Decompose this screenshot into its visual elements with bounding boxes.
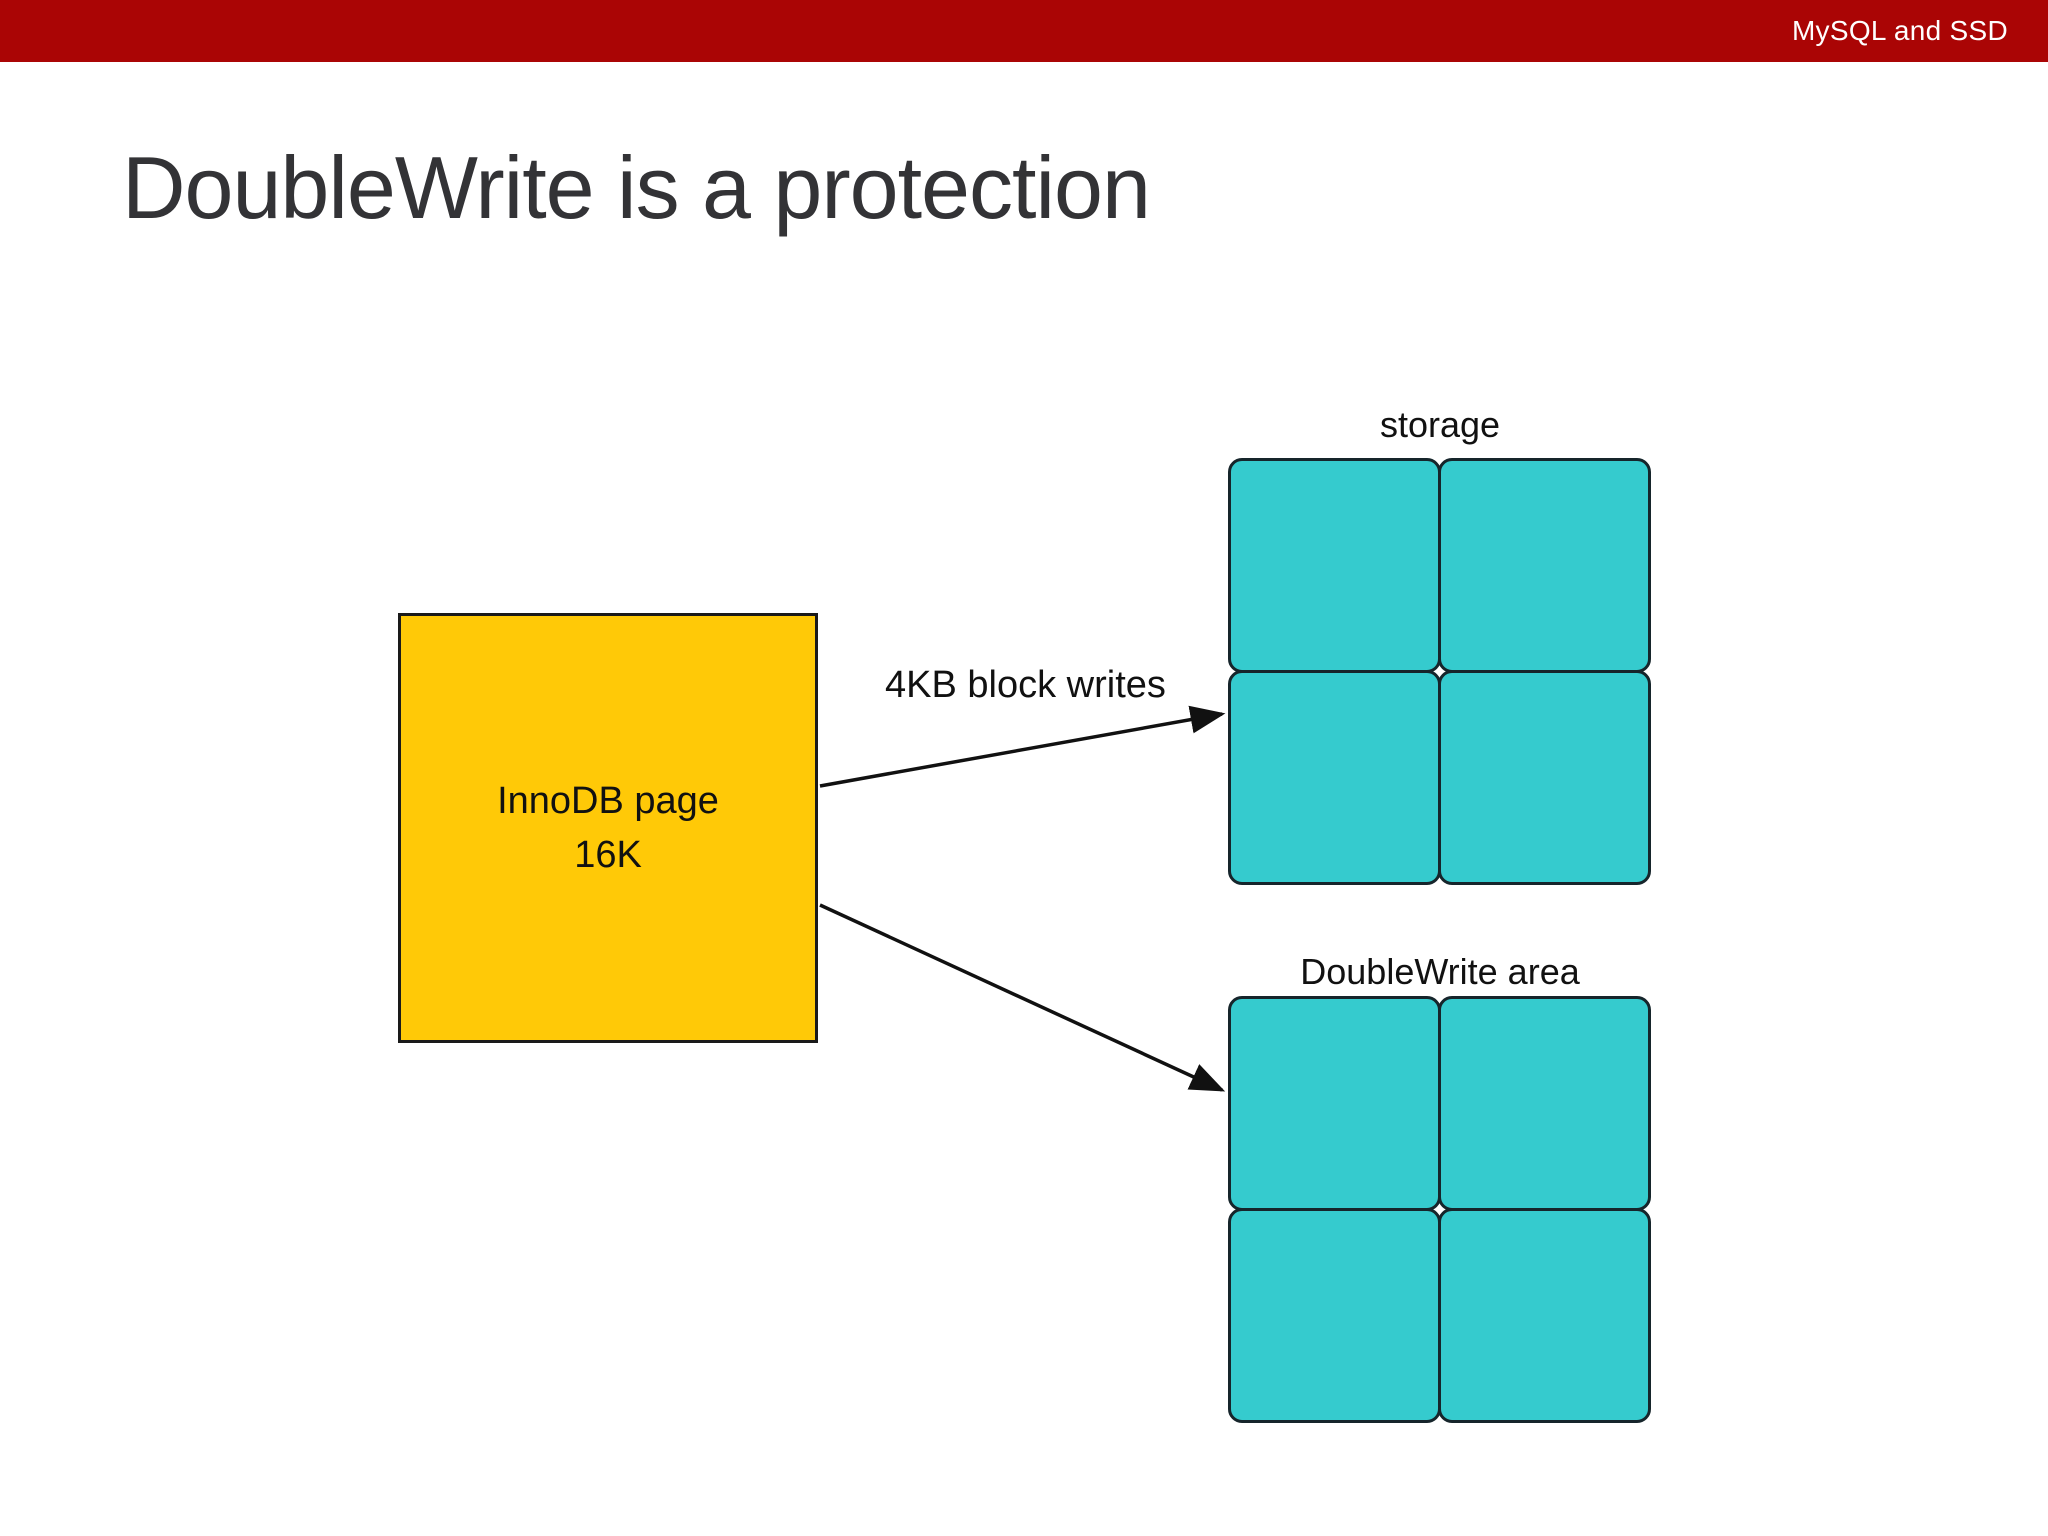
storage-cell (1227, 457, 1441, 673)
innodb-page-label-line1: InnoDB page (497, 780, 719, 822)
header-bar: MySQL and SSD (0, 0, 2048, 62)
doublewrite-cell (1227, 995, 1441, 1211)
doublewrite-cell (1227, 1207, 1441, 1423)
storage-label: storage (1379, 404, 1501, 445)
header-deck-title: MySQL and SSD (1791, 15, 2008, 46)
innodb-page-box: InnoDB page 16K (398, 613, 818, 1043)
doublewrite-area-label: DoubleWrite area (1300, 951, 1580, 992)
innodb-page-label-line2: 16K (574, 834, 642, 876)
arrow-to-doublewrite (819, 903, 1226, 1092)
storage-cell (1227, 669, 1441, 885)
storage-grid (1227, 457, 1651, 885)
doublewrite-area-grid (1227, 995, 1651, 1423)
block-writes-label: 4KB block writes (885, 664, 1166, 706)
doublewrite-cell (1437, 1207, 1651, 1423)
storage-cell (1437, 457, 1651, 673)
arrow-to-storage (819, 705, 1226, 788)
storage-cell (1437, 669, 1651, 885)
doublewrite-cell (1437, 995, 1651, 1211)
page-title: DoubleWrite is a protection (122, 138, 1151, 237)
